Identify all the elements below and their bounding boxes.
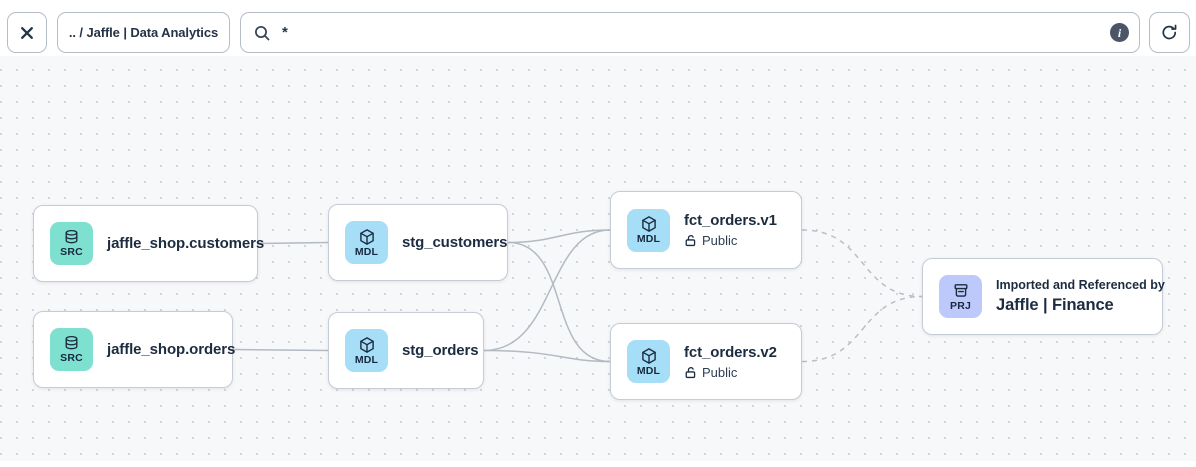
model-badge: MDL <box>345 221 388 264</box>
cube-icon <box>359 228 374 245</box>
info-icon[interactable]: i <box>1110 23 1129 42</box>
model-badge: MDL <box>345 329 388 372</box>
access-label: Public <box>702 233 738 248</box>
badge-label: MDL <box>354 245 379 258</box>
cube-icon <box>641 216 656 233</box>
cube-icon <box>359 336 374 353</box>
access-row: Public <box>684 365 777 380</box>
node-title: jaffle_shop.orders <box>107 340 236 358</box>
access-label: Public <box>702 364 738 380</box>
close-icon <box>21 26 33 39</box>
refresh-icon <box>1162 24 1177 40</box>
database-icon <box>65 336 78 350</box>
unlock-icon <box>685 366 696 378</box>
badge-label: SRC <box>60 246 83 259</box>
badge-label: SRC <box>60 352 83 365</box>
search-box: i <box>240 12 1140 53</box>
model-badge: MDL <box>627 208 670 252</box>
access-row: Public <box>684 233 777 248</box>
database-icon <box>65 230 78 244</box>
node-title: fct_orders.v2 <box>684 343 777 361</box>
node-title: stg_customers <box>402 233 508 251</box>
search-input[interactable] <box>280 23 1101 42</box>
search-icon <box>255 25 270 40</box>
badge-label: MDL <box>636 364 661 377</box>
breadcrumb-button[interactable]: .. / Jaffle | Data Analytics <box>57 12 230 53</box>
source-badge: SRC <box>50 222 93 265</box>
lineage-node-fct-orders-v1[interactable]: MDL fct_orders.v1 Public <box>610 191 802 269</box>
badge-label: MDL <box>354 353 379 366</box>
model-badge: MDL <box>627 340 670 383</box>
archive-box-icon <box>954 283 968 297</box>
lineage-toolbar: .. / Jaffle | Data Analytics i <box>0 0 1196 56</box>
project-badge: PRJ <box>939 275 982 318</box>
node-title: fct_orders.v1 <box>684 212 777 229</box>
breadcrumb-label: .. / Jaffle | Data Analytics <box>68 25 219 40</box>
lineage-node-project-jaffle-finance[interactable]: PRJ Imported and Referenced by Jaffle | … <box>922 258 1165 335</box>
lineage-node-stg-orders[interactable]: MDL stg_orders <box>328 312 484 389</box>
source-badge: SRC <box>50 328 93 371</box>
node-title: stg_orders <box>402 341 479 359</box>
close-button[interactable] <box>7 12 47 53</box>
badge-label: PRJ <box>949 299 972 312</box>
refresh-button[interactable] <box>1149 12 1190 53</box>
lineage-node-fct-orders-v2[interactable]: MDL fct_orders.v2 Public <box>610 323 802 400</box>
badge-label: MDL <box>636 233 661 246</box>
node-title: Jaffle | Finance <box>996 295 1114 314</box>
lineage-node-stg-customers[interactable]: MDL stg_customers <box>328 204 508 281</box>
node-title: jaffle_shop.customers <box>107 234 265 252</box>
lineage-node-jaffle-shop-customers[interactable]: SRC jaffle_shop.customers <box>33 205 265 282</box>
unlock-icon <box>685 235 696 247</box>
cube-icon <box>641 347 656 364</box>
node-subtitle: Imported and Referenced by <box>996 277 1165 292</box>
lineage-node-jaffle-shop-orders[interactable]: SRC jaffle_shop.orders <box>33 311 236 388</box>
